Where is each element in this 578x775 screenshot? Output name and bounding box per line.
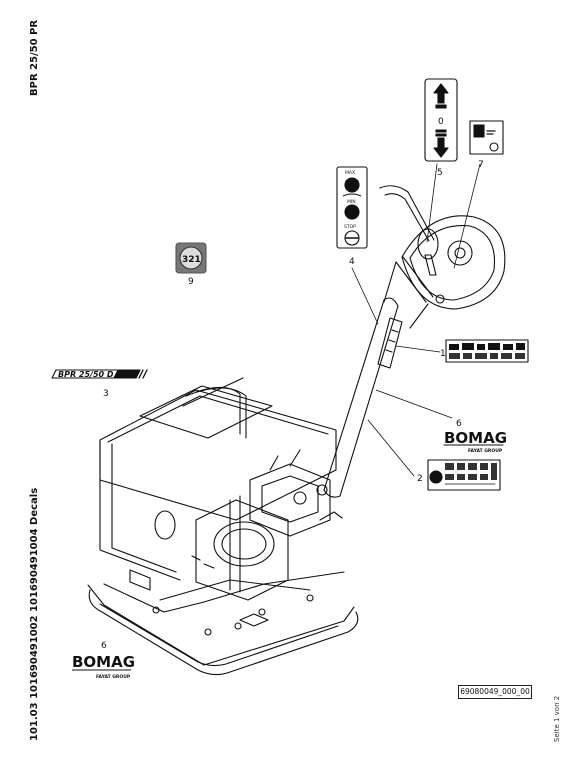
callout-6-lower: 6: [101, 641, 107, 651]
brand-logo-upper: BOMAG FAYAT GROUP: [444, 429, 507, 454]
callout-numbers: 5 7 4 9 3 1 6 2 6: [101, 160, 484, 651]
callout-9: 9: [188, 277, 194, 287]
brand-lower-text: BOMAG: [72, 653, 135, 671]
callout-5: 5: [437, 168, 443, 178]
drawing-reference-code: 69080049_000_00: [458, 685, 532, 699]
decal-throttle: [336, 166, 368, 249]
callout-3: 3: [103, 389, 109, 399]
badge-text: 321: [182, 255, 201, 265]
throttle-min-text: MIN: [347, 199, 356, 205]
model-decal-text: BPR 25/50 D: [58, 370, 114, 379]
throttle-max-text: MAX: [345, 170, 355, 176]
brand-lower-sub: FAYAT GROUP: [96, 674, 131, 680]
callout-2: 2: [417, 474, 423, 484]
base-plate: [87, 569, 359, 676]
callout-4: 4: [349, 257, 355, 267]
engine-hood: [99, 377, 337, 593]
brand-upper-text: BOMAG: [444, 429, 507, 447]
direction-neutral-label: 0: [438, 117, 444, 127]
leader-lines: [351, 163, 481, 477]
callout-7: 7: [478, 160, 484, 170]
guide-bar-shaft: [323, 297, 403, 498]
decal-info-wide: [445, 339, 529, 363]
decal-badge: [175, 242, 207, 274]
decal-warning: [427, 459, 501, 491]
brand-logo-lower: BOMAG FAYAT GROUP: [72, 653, 135, 680]
guide-handle: [379, 185, 506, 329]
decal-direction-lever: [424, 78, 458, 162]
brand-upper-sub: FAYAT GROUP: [468, 448, 503, 454]
decal-model-designation: [51, 369, 148, 379]
decal-small-square: [469, 120, 504, 155]
throttle-stop-text: STOP: [344, 224, 356, 230]
engine-block: [191, 449, 343, 601]
callout-1: 1: [440, 349, 446, 359]
callout-6-upper: 6: [456, 419, 462, 429]
